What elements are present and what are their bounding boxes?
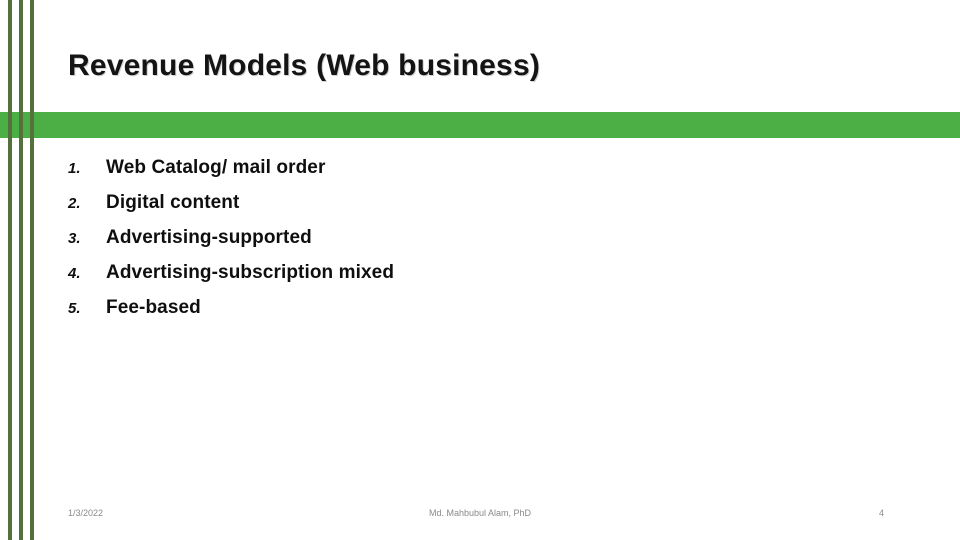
slide-title: Revenue Models (Web business): [68, 49, 541, 82]
left-accent-stripe-1: [8, 0, 12, 540]
left-accent-stripe-3: [30, 0, 34, 540]
slide-footer: 1/3/2022 Md. Mahbubul Alam, PhD 4: [0, 505, 960, 527]
list-item: 4. Advertising-subscription mixed: [68, 262, 848, 297]
list-item: 2. Digital content: [68, 192, 848, 227]
list-item-number: 5.: [68, 300, 81, 317]
footer-date: 1/3/2022: [68, 508, 104, 518]
list-item-number: 2.: [68, 195, 81, 212]
list-item-number: 3.: [68, 230, 81, 247]
title-divider-banner: [0, 112, 960, 138]
list-item: 3. Advertising-supported: [68, 227, 848, 262]
list-item-label: Advertising-subscription mixed: [106, 262, 395, 283]
list-item-number: 1.: [68, 160, 81, 177]
list-item-label: Fee-based: [106, 297, 201, 318]
list-item: 5. Fee-based: [68, 297, 848, 332]
numbered-list: 1. Web Catalog/ mail order 2. Digital co…: [68, 157, 848, 332]
list-item-label: Web Catalog/ mail order: [106, 157, 326, 178]
left-accent-stripe-2: [19, 0, 23, 540]
footer-page-number: 4: [878, 508, 884, 518]
list-item-number: 4.: [68, 265, 81, 282]
list-item-label: Advertising-supported: [106, 227, 312, 248]
footer-author: Md. Mahbubul Alam, PhD: [428, 508, 532, 518]
list-item-label: Digital content: [106, 192, 240, 213]
list-item: 1. Web Catalog/ mail order: [68, 157, 848, 192]
